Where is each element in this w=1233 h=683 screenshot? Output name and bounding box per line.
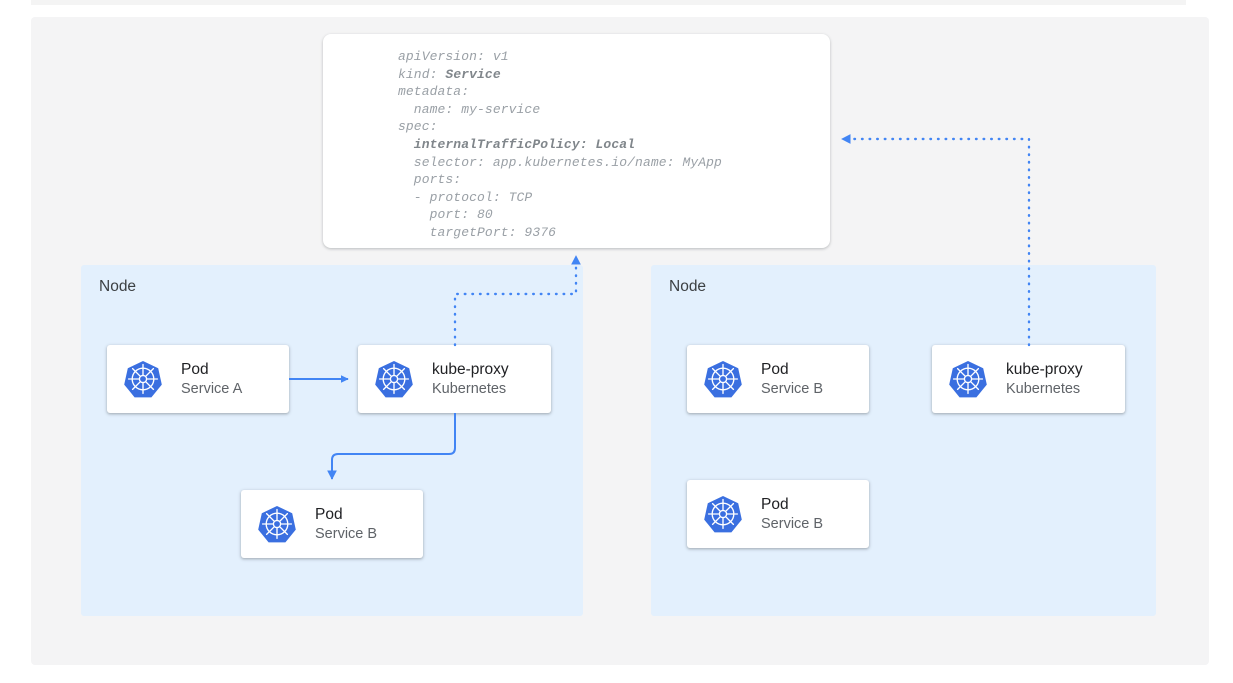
card-title: Pod: [315, 505, 343, 523]
node-group-left: Node: [81, 265, 583, 616]
card-subtitle: Service A: [181, 380, 243, 397]
top-strip: [31, 0, 1186, 5]
card-text: kube-proxy Kubernetes: [432, 360, 509, 399]
card-title: Pod: [761, 360, 789, 378]
card-pod-service-b-right-bottom[interactable]: Pod Service B: [687, 480, 869, 548]
card-kube-proxy-left[interactable]: kube-proxy Kubernetes: [358, 345, 551, 413]
card-title: Pod: [181, 360, 209, 378]
card-pod-service-b-right-top[interactable]: Pod Service B: [687, 345, 869, 413]
node-group-right: Node: [651, 265, 1156, 616]
service-manifest-text: apiVersion: v1 kind: Service metadata: n…: [398, 49, 722, 240]
card-text: Pod Service B: [761, 360, 823, 399]
kubernetes-icon: [257, 504, 297, 544]
kubernetes-icon: [374, 359, 414, 399]
card-subtitle: Service B: [761, 380, 824, 397]
node-label: Node: [99, 278, 137, 295]
card-pod-service-a[interactable]: Pod Service A: [107, 345, 289, 413]
node-label: Node: [669, 278, 707, 295]
card-text: Pod Service B: [761, 495, 823, 534]
card-text: Pod Service B: [315, 505, 377, 544]
card-title: kube-proxy: [1006, 360, 1083, 378]
card-subtitle: Service B: [315, 525, 378, 542]
card-subtitle: Kubernetes: [432, 380, 507, 397]
card-title: Pod: [761, 495, 789, 513]
kubernetes-icon: [123, 359, 163, 399]
card-pod-service-b-left[interactable]: Pod Service B: [241, 490, 423, 558]
card-text: kube-proxy Kubernetes: [1006, 360, 1083, 399]
card-text: Pod Service A: [181, 360, 242, 399]
card-kube-proxy-right[interactable]: kube-proxy Kubernetes: [932, 345, 1125, 413]
card-subtitle: Service B: [761, 515, 824, 532]
card-subtitle: Kubernetes: [1006, 380, 1081, 397]
kubernetes-icon: [948, 359, 988, 399]
kubernetes-icon: [703, 359, 743, 399]
service-manifest-panel: apiVersion: v1 kind: Service metadata: n…: [323, 34, 830, 248]
card-title: kube-proxy: [432, 360, 509, 378]
kubernetes-icon: [703, 494, 743, 534]
